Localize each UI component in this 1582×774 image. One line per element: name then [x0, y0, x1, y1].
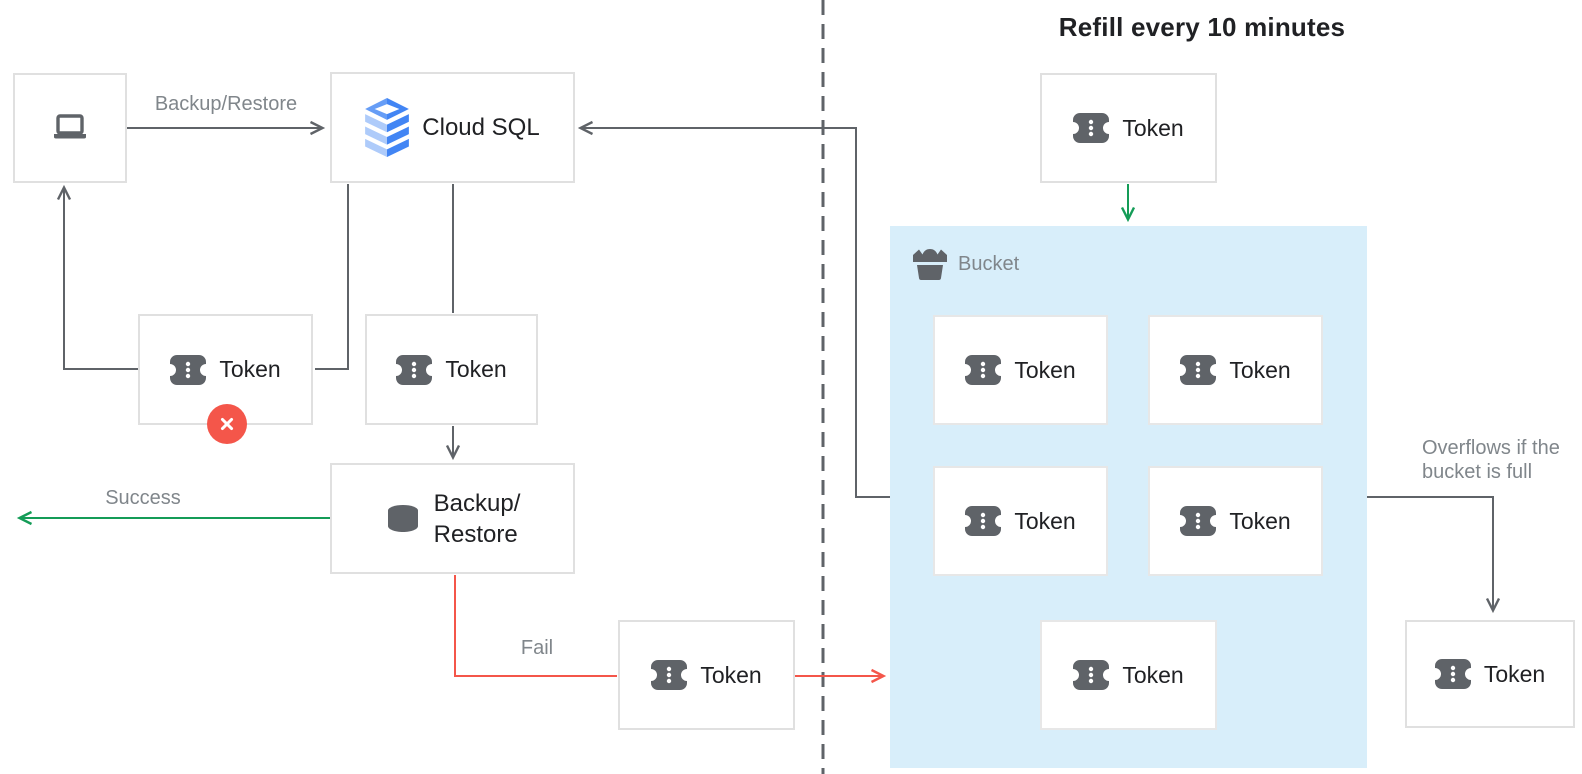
backup-restore-label-line1: Backup/ — [433, 489, 521, 517]
edge-label-success: Success — [105, 487, 181, 509]
x-icon — [216, 413, 238, 435]
token-icon — [965, 506, 1002, 536]
token-icon — [965, 355, 1002, 385]
client-node — [13, 73, 127, 183]
token-icon — [1073, 113, 1110, 143]
token-label: Token — [1122, 114, 1184, 141]
edge-cloudsql-to-denied-token — [315, 184, 349, 370]
cloud-sql-label: Cloud SQL — [422, 113, 540, 141]
backup-restore-label: Backup/ Restore — [434, 488, 521, 550]
bucket-token-node: Token — [1040, 620, 1217, 730]
token-icon — [1073, 660, 1110, 690]
token-label: Token — [700, 661, 762, 688]
overflow-note: Overflows if the bucket is full — [1422, 436, 1582, 484]
token-label: Token — [1483, 660, 1546, 687]
token-label: Token — [1014, 356, 1076, 383]
token-icon — [1180, 506, 1217, 536]
edge-fail — [454, 575, 617, 677]
edge-overflow — [1367, 496, 1501, 614]
token-icon — [170, 354, 207, 385]
refill-title: Refill every 10 minutes — [1058, 12, 1346, 42]
overflow-note-line1: Overflows if the — [1422, 437, 1560, 459]
edge-denied-token-to-client — [56, 184, 138, 370]
token-label: Token — [1014, 507, 1076, 534]
token-label: Token — [219, 356, 281, 382]
token-request-node: Token — [365, 314, 538, 425]
bucket-icon — [913, 248, 947, 280]
cloud-sql-icon — [365, 98, 410, 157]
bucket-token-node: Token — [1148, 466, 1323, 576]
token-label: Token — [445, 356, 507, 382]
laptop-icon — [50, 113, 90, 143]
database-icon — [385, 504, 421, 534]
backup-restore-label-line2: Restore — [433, 520, 518, 548]
cloud-sql-node: Cloud SQL — [330, 72, 575, 183]
token-label: Token — [1229, 507, 1291, 534]
backup-restore-node: Backup/ Restore — [330, 463, 575, 574]
token-icon — [651, 660, 688, 690]
edge-label-fail: Fail — [520, 637, 554, 659]
edge-bucket-to-cloudsql — [577, 120, 890, 498]
token-icon — [1434, 659, 1471, 689]
token-fail-node: Token — [618, 620, 795, 730]
edge-label-backup-restore: Backup/Restore — [154, 93, 298, 115]
bucket-token-node: Token — [933, 466, 1108, 576]
bucket-token-node: Token — [933, 315, 1108, 425]
overflow-note-line2: bucket is full — [1422, 461, 1533, 483]
bucket-header: Bucket — [913, 248, 1019, 280]
token-label: Token — [1122, 661, 1184, 688]
bucket-label: Bucket — [958, 252, 1020, 275]
token-refill-node: Token — [1040, 73, 1217, 183]
token-icon — [396, 354, 433, 385]
token-label: Token — [1229, 356, 1291, 383]
token-icon — [1180, 355, 1217, 385]
bucket-token-node: Token — [1148, 315, 1323, 425]
token-overflow-node: Token — [1405, 620, 1575, 728]
error-badge — [207, 404, 247, 444]
